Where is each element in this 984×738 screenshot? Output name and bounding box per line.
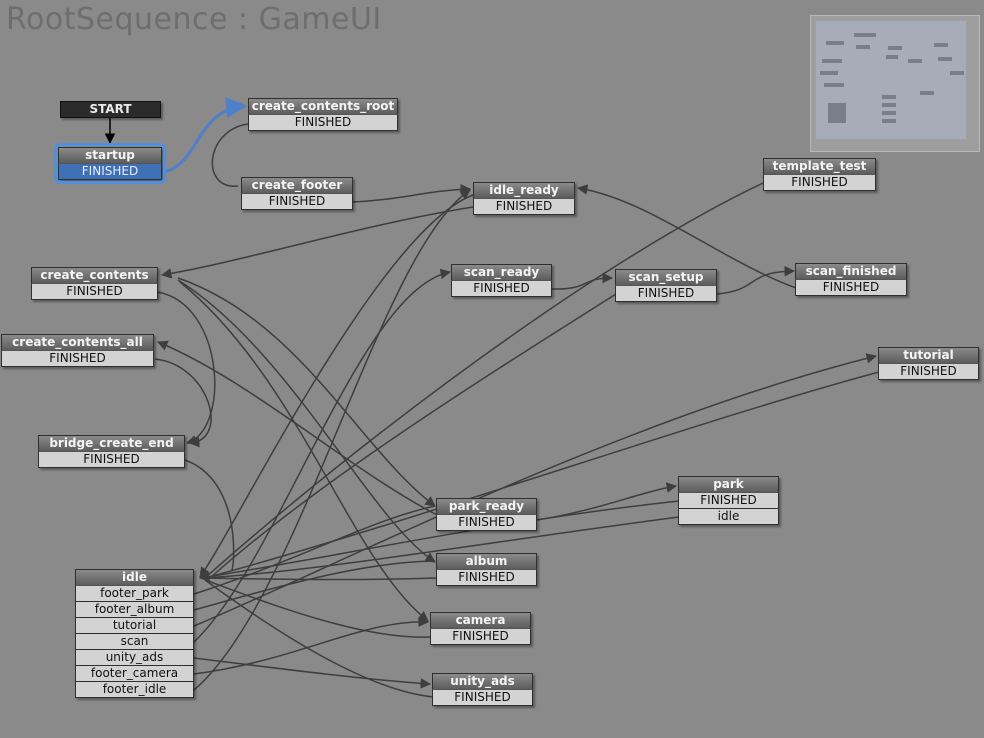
state-park[interactable]: park FINISHED idle <box>678 476 779 525</box>
state-title[interactable]: idle <box>75 569 194 585</box>
wire-cc-parkready <box>177 277 436 507</box>
wire-bridge-idle <box>184 459 235 571</box>
wire-scansetup-idle <box>209 293 617 579</box>
state-album[interactable]: album FINISHED <box>436 553 537 586</box>
state-title[interactable]: scan_finished <box>795 263 907 279</box>
event-finished[interactable]: FINISHED <box>38 451 185 468</box>
state-create-contents-all[interactable]: create_contents_all FINISHED <box>1 334 154 367</box>
state-title[interactable]: camera <box>430 612 531 628</box>
event-finished[interactable]: FINISHED <box>432 689 533 706</box>
event-finished[interactable]: FINISHED <box>248 114 398 131</box>
state-title[interactable]: startup <box>58 147 162 163</box>
minimap-viewport[interactable] <box>816 21 966 139</box>
start-node[interactable]: START <box>60 101 161 118</box>
event-finished[interactable]: FINISHED <box>58 163 162 180</box>
state-title[interactable]: template_test <box>763 158 876 174</box>
event-footer-album[interactable]: footer_album <box>75 602 194 618</box>
graph-minimap[interactable] <box>810 15 980 152</box>
state-unity-ads[interactable]: unity_ads FINISHED <box>432 673 533 706</box>
event-scan[interactable]: scan <box>75 634 194 650</box>
wire-idle-album <box>193 560 436 611</box>
state-scan-finished[interactable]: scan_finished FINISHED <box>795 263 907 296</box>
event-finished[interactable]: FINISHED <box>31 283 158 300</box>
state-create-footer[interactable]: create_footer FINISHED <box>241 177 353 210</box>
state-template-test[interactable]: template_test FINISHED <box>763 158 876 191</box>
state-title[interactable]: create_contents <box>31 267 158 283</box>
state-title[interactable]: idle_ready <box>473 182 575 198</box>
wire-idle-camera <box>193 616 430 675</box>
graph-title: RootSequence : GameUI <box>6 2 382 37</box>
wire-parkready-cca <box>157 340 438 516</box>
state-title[interactable]: create_contents_root <box>248 98 398 114</box>
event-tutorial[interactable]: tutorial <box>75 618 194 634</box>
event-finished[interactable]: FINISHED <box>430 628 531 645</box>
state-startup[interactable]: startup FINISHED <box>54 143 166 184</box>
event-finished[interactable]: FINISHED <box>1 350 154 367</box>
state-idle[interactable]: idle footer_park footer_album tutorial s… <box>75 569 194 698</box>
wire-scanready-scansetup <box>551 272 614 290</box>
wire-idleready-idle <box>199 194 474 578</box>
state-title[interactable]: unity_ads <box>432 673 533 689</box>
wire-parkready-park <box>536 482 678 521</box>
state-title[interactable]: scan_setup <box>615 269 717 285</box>
state-tutorial[interactable]: tutorial FINISHED <box>878 347 979 380</box>
event-unity-ads[interactable]: unity_ads <box>75 650 194 666</box>
state-title[interactable]: album <box>436 553 537 569</box>
state-park-ready[interactable]: park_ready FINISHED <box>436 498 537 531</box>
state-create-contents-root[interactable]: create_contents_root FINISHED <box>248 98 398 131</box>
event-finished[interactable]: FINISHED <box>436 569 537 586</box>
wire-idle-unity <box>193 657 432 689</box>
wire-tutorial-idle <box>204 371 880 579</box>
state-title[interactable]: tutorial <box>878 347 979 363</box>
state-scan-setup[interactable]: scan_setup FINISHED <box>615 269 717 302</box>
event-finished[interactable]: FINISHED <box>763 174 876 191</box>
wire-startup-root <box>162 97 248 174</box>
event-finished[interactable]: FINISHED <box>473 198 575 215</box>
event-finished[interactable]: FINISHED <box>615 285 717 302</box>
wire-footer-idleready <box>352 183 472 203</box>
wire-unity-idle <box>204 579 435 698</box>
state-scan-ready[interactable]: scan_ready FINISHED <box>451 264 552 297</box>
wire-idle-idleready <box>193 189 471 691</box>
event-finished[interactable]: FINISHED <box>878 363 979 380</box>
event-finished[interactable]: FINISHED <box>795 279 907 296</box>
wire-idleready-createcontents <box>160 206 474 279</box>
wire-cc-bridge <box>157 291 216 446</box>
event-footer-idle[interactable]: footer_idle <box>75 682 194 698</box>
event-finished[interactable]: FINISHED <box>241 193 353 210</box>
state-title[interactable]: scan_ready <box>451 264 552 280</box>
state-idle-ready[interactable]: idle_ready FINISHED <box>473 182 575 215</box>
event-finished[interactable]: FINISHED <box>678 492 779 509</box>
state-title[interactable]: park_ready <box>436 498 537 514</box>
event-finished[interactable]: FINISHED <box>436 514 537 531</box>
wire-camera-idle <box>204 579 431 638</box>
wire-idle-parkready <box>193 505 436 595</box>
event-finished[interactable]: FINISHED <box>451 280 552 297</box>
state-title[interactable]: bridge_create_end <box>38 435 185 451</box>
state-bridge-create-end[interactable]: bridge_create_end FINISHED <box>38 435 185 468</box>
event-idle[interactable]: idle <box>678 509 779 525</box>
wire-cca-bridge <box>154 358 212 448</box>
wire-album-idle <box>204 577 438 581</box>
wire-cc-camera <box>179 281 429 622</box>
event-footer-park[interactable]: footer_park <box>75 585 194 602</box>
event-footer-camera[interactable]: footer_camera <box>75 666 194 682</box>
wire-idle-scanready <box>193 268 452 643</box>
state-create-contents[interactable]: create_contents FINISHED <box>31 267 158 300</box>
state-title[interactable]: park <box>678 476 779 492</box>
state-camera[interactable]: camera FINISHED <box>430 612 531 645</box>
state-title[interactable]: create_contents_all <box>1 334 154 350</box>
state-title[interactable]: create_footer <box>241 177 353 193</box>
wire-cc-album <box>177 279 436 563</box>
wire-scansetup-scanfinished <box>716 265 796 295</box>
